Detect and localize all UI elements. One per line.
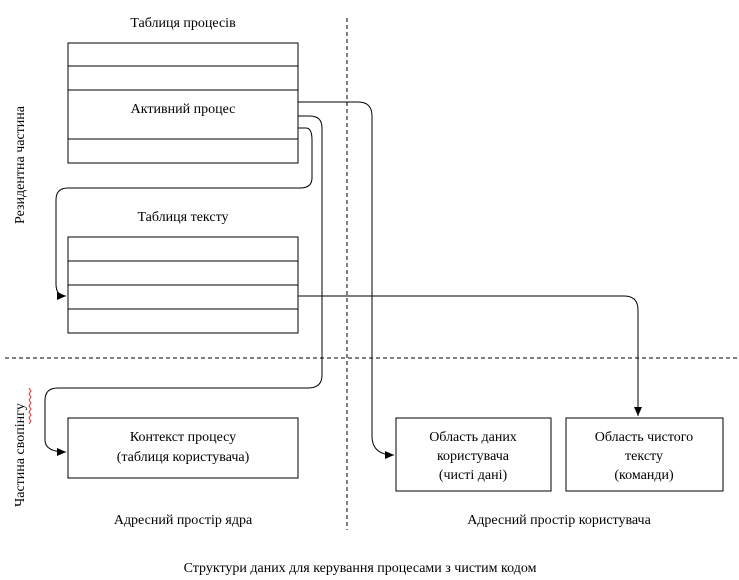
process-table bbox=[67, 42, 299, 164]
swap-part-prefix: Частина bbox=[13, 455, 28, 507]
user-data-area-box bbox=[395, 417, 552, 492]
process-context-line2: (таблиця користувача) bbox=[117, 450, 250, 465]
process-context-box bbox=[67, 417, 299, 479]
user-data-area-line2: користувача bbox=[437, 449, 510, 464]
arrow-active-to-context bbox=[44, 115, 323, 456]
text-table-title: Таблиця тексту bbox=[137, 210, 228, 225]
arrow-active-to-text-table bbox=[55, 127, 313, 300]
swap-part-label: Частина свопінгу bbox=[13, 403, 28, 507]
diagram-caption: Структури даних для керування процесами … bbox=[184, 561, 537, 576]
pure-text-area-line3: (команди) bbox=[614, 468, 674, 483]
user-data-area-line3: (чисті дані) bbox=[439, 468, 508, 483]
pure-text-area-line2: тексту bbox=[625, 449, 663, 464]
spellcheck-squiggle bbox=[28, 387, 32, 425]
active-process-row: Активний процес bbox=[131, 102, 236, 117]
pure-text-area-box bbox=[565, 417, 724, 492]
text-table bbox=[67, 236, 299, 334]
swap-part-word: свопінгу bbox=[13, 403, 28, 454]
arrow-active-to-data-area bbox=[298, 101, 395, 459]
process-context-line1: Контекст процесу bbox=[130, 430, 236, 445]
resident-part-label: Резидентна частина bbox=[13, 105, 28, 224]
arrow-text-table-to-text-area bbox=[298, 295, 642, 416]
user-space-label: Адресний простір користувача bbox=[467, 513, 651, 528]
kernel-space-label: Адресний простір ядра bbox=[114, 513, 253, 528]
process-table-title: Таблиця процесів bbox=[130, 16, 236, 31]
pure-text-area-line1: Область чистого bbox=[595, 430, 693, 445]
user-data-area-line1: Область даних bbox=[429, 430, 517, 445]
